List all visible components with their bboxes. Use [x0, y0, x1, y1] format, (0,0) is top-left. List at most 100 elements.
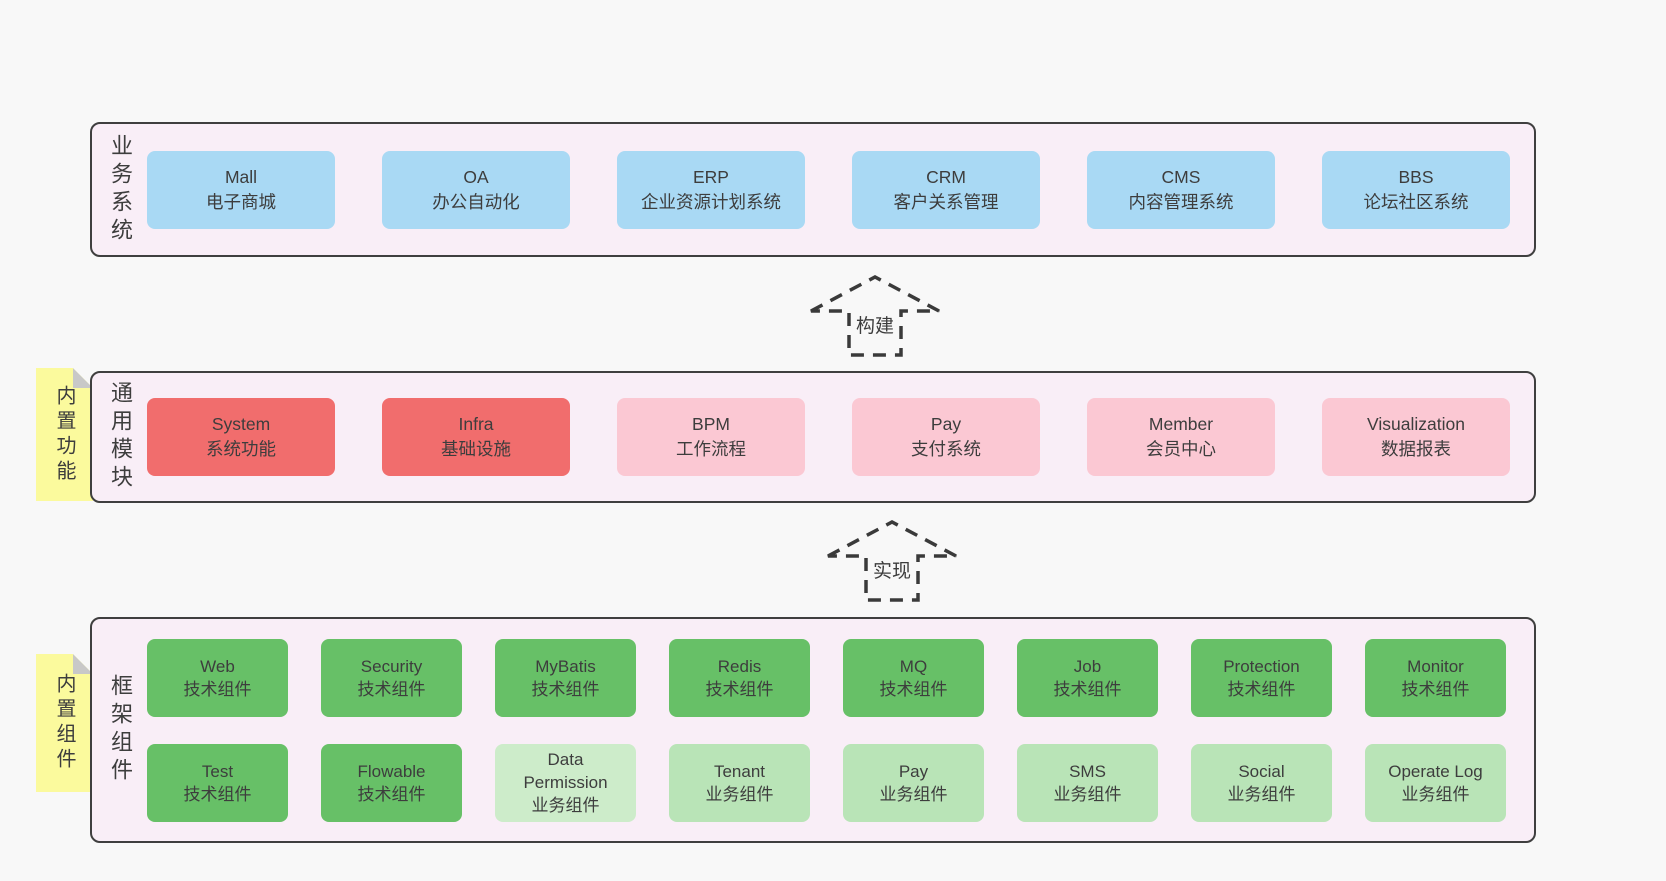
security-box: Security 技术组件 [321, 638, 462, 717]
sms-box: SMS 业务组件 [1017, 743, 1158, 822]
member-box: Member 会员中心 [1087, 398, 1275, 476]
box-name: System [211, 414, 271, 434]
box-desc: 数据报表 [1381, 439, 1451, 459]
mybatis-box: MyBatis 技术组件 [495, 638, 636, 717]
framework-components-label: 框架组件 [108, 674, 133, 786]
box-name: SMS [1069, 761, 1106, 781]
box-name: CRM [926, 166, 966, 187]
box-desc: 基础设施 [441, 439, 511, 459]
box-desc: 业务组件 [879, 784, 948, 804]
protection-box: Protection 技术组件 [1191, 638, 1332, 717]
box-desc: 论坛社区系统 [1363, 191, 1469, 212]
pay-box: Pay 业务组件 [843, 743, 984, 822]
box-desc: 技术组件 [183, 784, 252, 804]
box-name: CMS [1161, 166, 1201, 187]
box-desc: 技术组件 [1401, 679, 1470, 699]
monitor-box: Monitor 技术组件 [1365, 638, 1506, 717]
box-desc: 内容管理系统 [1128, 191, 1234, 212]
box-name: Test [201, 761, 234, 781]
box-desc: 工作流程 [676, 439, 746, 459]
box-name: Pay [898, 761, 929, 781]
crm-box: CRM 客户关系管理 [852, 150, 1040, 229]
box-name: Security [360, 656, 423, 676]
box-desc: 技术组件 [357, 784, 426, 804]
box-desc: 业务组件 [705, 784, 774, 804]
box-desc: 业务组件 [1401, 784, 1470, 804]
box-name: Infra [458, 414, 494, 434]
box-name: Member [1148, 414, 1214, 434]
operate-log-box: Operate Log 业务组件 [1365, 743, 1506, 822]
box-name: Operate Log [1388, 761, 1483, 781]
business-systems-boxes: Mall 电子商城 OA 办公自动化 ERP 企业资源计划系统 CRM 客户关系管理 CMS 内容… [147, 124, 1526, 255]
redis-box: Redis 技术组件 [669, 638, 810, 717]
data-permission-box: Data Permission 业务组件 [495, 743, 636, 822]
oa-box: OA 办公自动化 [382, 150, 570, 229]
box-desc: 技术组件 [183, 679, 252, 699]
box-name: Flowable [357, 761, 426, 781]
box-name: Protection [1223, 656, 1300, 676]
box-name: BBS [1398, 166, 1434, 187]
box-desc: 技术组件 [531, 679, 600, 699]
tenant-box: Tenant 业务组件 [669, 743, 810, 822]
infra-box: Infra 基础设施 [382, 398, 570, 476]
box-desc: 会员中心 [1146, 439, 1216, 459]
cms-box: CMS 内容管理系统 [1087, 150, 1275, 229]
dashed-up-arrow-icon: 构建 [810, 275, 940, 357]
box-name: Job [1073, 656, 1102, 676]
box-desc: 业务组件 [531, 796, 600, 815]
erp-box: ERP 企业资源计划系统 [617, 150, 805, 229]
flowable-box: Flowable 技术组件 [321, 743, 462, 822]
common-modules-band: 通用模块 System 系统功能 Infra 基础设施 BPM 工作流程 Pay 支付系统 Me… [90, 371, 1536, 503]
test-box: Test 技术组件 [147, 743, 288, 822]
box-name: Social [1238, 761, 1285, 781]
box-desc: 技术组件 [1053, 679, 1122, 699]
dashed-up-arrow-icon: 实现 [827, 520, 957, 602]
box-name: Web [200, 656, 235, 676]
build-arrow: 构建 [805, 271, 945, 359]
bbs-box: BBS 论坛社区系统 [1322, 150, 1510, 229]
box-name: MyBatis [535, 656, 596, 676]
box-name: ERP [693, 166, 729, 187]
business-systems-label: 业务系统 [108, 133, 133, 246]
mall-box: Mall 电子商城 [147, 150, 335, 229]
box-desc: 企业资源计划系统 [641, 191, 781, 212]
box-desc: 技术组件 [1227, 679, 1296, 699]
box-name: Data Permission [523, 750, 608, 792]
box-desc: 系统功能 [206, 439, 276, 459]
implement-arrow-label: 实现 [873, 560, 911, 582]
box-desc: 业务组件 [1227, 784, 1296, 804]
business-systems-band: 业务系统 Mall 电子商城 OA 办公自动化 ERP 企业资源计划系统 CRM 客户关系管理… [90, 122, 1536, 257]
box-desc: 业务组件 [1053, 784, 1122, 804]
common-modules-label: 通用模块 [108, 381, 133, 493]
box-name: Visualization [1367, 414, 1465, 434]
box-name: Redis [717, 656, 762, 676]
box-desc: 电子商城 [206, 191, 276, 212]
implement-arrow: 实现 [822, 516, 962, 604]
built-in-components-note-label: 内置组件 [53, 673, 75, 773]
built-in-functions-note-label: 内置功能 [53, 384, 75, 485]
box-name: Tenant [713, 761, 766, 781]
box-desc: 办公自动化 [432, 191, 520, 212]
box-desc: 客户关系管理 [893, 191, 999, 212]
box-name: OA [463, 166, 489, 187]
box-desc: 技术组件 [705, 679, 774, 699]
social-box: Social 业务组件 [1191, 743, 1332, 822]
box-desc: 技术组件 [357, 679, 426, 699]
box-desc: 支付系统 [911, 439, 981, 459]
box-name: MQ [899, 656, 928, 676]
box-name: BPM [692, 414, 730, 434]
bpm-box: BPM 工作流程 [617, 398, 805, 476]
box-name: Pay [930, 414, 962, 434]
built-in-functions-note: 内置功能 [36, 368, 93, 501]
box-name: Mall [224, 166, 258, 187]
job-box: Job 技术组件 [1017, 638, 1158, 717]
web-box: Web 技术组件 [147, 638, 288, 717]
build-arrow-label: 构建 [856, 315, 894, 337]
pay-box: Pay 支付系统 [852, 398, 1040, 476]
box-name: Monitor [1407, 656, 1464, 676]
system-box: System 系统功能 [147, 398, 335, 476]
visualization-box: Visualization 数据报表 [1322, 398, 1510, 476]
